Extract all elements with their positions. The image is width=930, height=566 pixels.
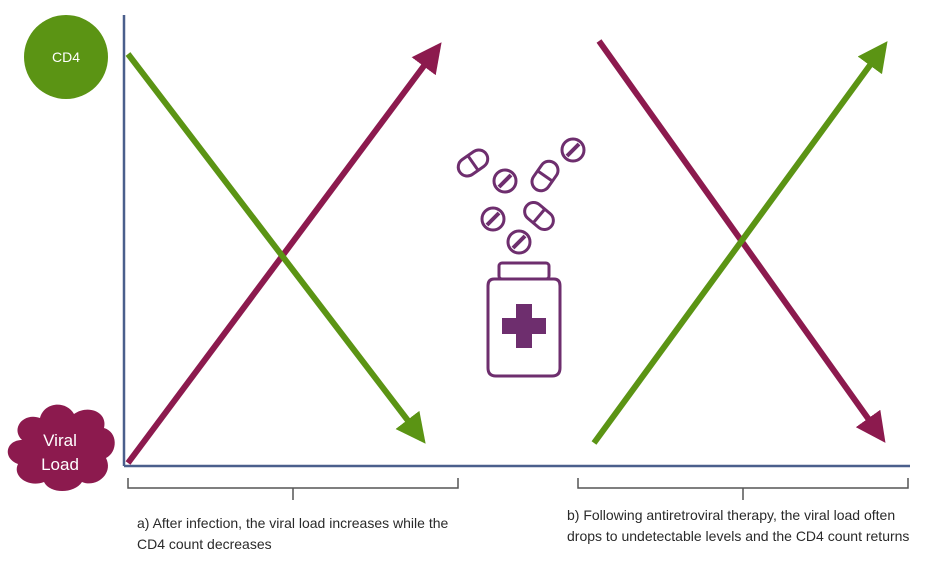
panel-a-bracket: [127, 478, 459, 500]
panel-a-caption: a) After infection, the viral load incre…: [137, 515, 449, 552]
panel-b-bracket: [577, 478, 909, 500]
tablet-icon: [560, 137, 586, 163]
panel-a-cd4-falling-line: [125, 52, 426, 444]
cd4-label: CD4: [52, 49, 80, 65]
cd4-marker: CD4: [24, 15, 108, 99]
panel-b-cd4-rising-line: [591, 41, 888, 445]
viral-load-marker: Viral Load: [7, 404, 115, 491]
medication-icon: [456, 137, 586, 378]
viral-load-label-line1: Viral: [43, 431, 77, 450]
tablet-icon: [480, 206, 506, 232]
viral-load-label-line2: Load: [41, 455, 79, 474]
pill-bottle-icon: [486, 261, 562, 378]
tablet-icon: [506, 229, 532, 255]
capsule-icon: [523, 201, 555, 231]
plus-icon: [502, 304, 546, 348]
capsule-icon: [530, 159, 560, 193]
panel-b-caption: b) Following antiretroviral therapy, the…: [567, 507, 910, 544]
capsule-icon: [456, 148, 490, 178]
tablet-icon: [492, 168, 518, 194]
